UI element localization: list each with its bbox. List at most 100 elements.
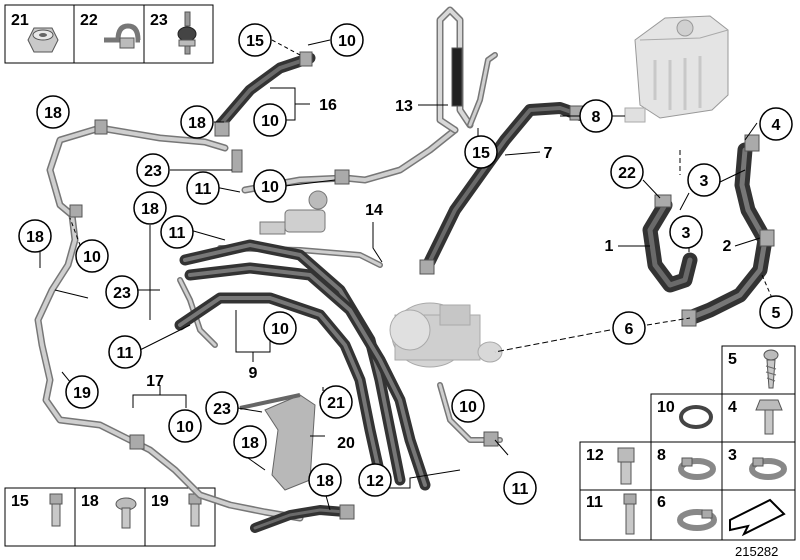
callout-23: 23: [136, 153, 170, 187]
callout-11: 11: [186, 171, 220, 205]
diagram-number: 215282: [735, 544, 778, 559]
callout-label: 18: [316, 473, 334, 490]
legend-label: 12: [586, 447, 604, 464]
bolt-icon: [115, 497, 137, 529]
callout-10: 10: [263, 311, 297, 345]
callout-label: 8: [592, 109, 601, 126]
callout-18: 18: [180, 105, 214, 139]
callout-label: 15: [246, 33, 264, 50]
callout-label: 10: [261, 113, 279, 130]
bolt-icon: [49, 493, 63, 527]
legend-label: 8: [657, 447, 666, 464]
legend-label: 15: [11, 493, 29, 510]
callout-22: 22: [610, 155, 644, 189]
legend-label: 22: [80, 12, 98, 29]
callout-15: 15: [238, 23, 272, 57]
legend-label: 5: [728, 351, 737, 368]
legend-top: 21 22 23: [4, 4, 214, 64]
legend-label: 18: [81, 493, 99, 510]
callout-label: 11: [169, 225, 186, 242]
callout-label: 11: [512, 481, 529, 498]
callout-10: 10: [253, 169, 287, 203]
callout-19: 19: [65, 375, 99, 409]
hose-clip-icon: [677, 509, 717, 531]
callout-10: 10: [253, 103, 287, 137]
callout-label: 12: [366, 473, 384, 490]
callout-13: 13: [395, 98, 413, 115]
callout-11: 11: [503, 471, 537, 505]
callout-label: 10: [261, 179, 279, 196]
callout-label: 21: [327, 395, 345, 412]
callout-6: 6: [612, 311, 646, 345]
leader-lines: [39, 39, 773, 511]
legend-label: 19: [151, 493, 169, 510]
callout-label: 3: [700, 173, 709, 190]
clamp-icon: [104, 23, 141, 49]
callout-23: 23: [205, 391, 239, 425]
bolt-icon: [623, 493, 637, 535]
arrow-icon: [729, 498, 786, 537]
callout-3: 3: [669, 215, 703, 249]
callout-label: 19: [73, 385, 91, 402]
valve-block: [259, 190, 328, 235]
callout-label: 10: [176, 419, 194, 436]
callout-label: 10: [83, 249, 101, 266]
legend-label: 4: [728, 399, 737, 416]
callout-label: 18: [44, 105, 62, 122]
callouts: 15 10 10 18 18 23 11 10 15 8 18 11 18 10…: [18, 23, 793, 505]
legend-label: 21: [11, 12, 29, 29]
callout-label: 23: [213, 401, 231, 418]
callout-5: 5: [759, 295, 793, 329]
callout-10: 10: [330, 23, 364, 57]
callout-label: 18: [188, 115, 206, 132]
callout-15: 15: [464, 135, 498, 169]
callout-label: 10: [459, 399, 477, 416]
callout-label: 18: [241, 435, 259, 452]
callout-label: 6: [625, 321, 634, 338]
callout-1: 1: [605, 238, 614, 255]
callout-label: 3: [682, 225, 691, 242]
legend-label: 6: [657, 494, 666, 511]
bracket: [239, 393, 316, 491]
callout-14: 14: [365, 202, 383, 219]
washer-icon: [679, 405, 713, 429]
callout-7: 7: [544, 145, 553, 162]
callout-18: 18: [233, 425, 267, 459]
legend-label: 23: [150, 12, 168, 29]
callout-10: 10: [168, 409, 202, 443]
callout-label: 11: [195, 181, 212, 198]
callout-10: 10: [75, 239, 109, 273]
callout-label: 23: [113, 285, 131, 302]
callout-3: 3: [687, 163, 721, 197]
callout-18: 18: [133, 191, 167, 225]
pump: [389, 302, 503, 368]
legend-label: 10: [657, 399, 675, 416]
callout-label: 11: [117, 345, 134, 362]
callout-label: 10: [338, 33, 356, 50]
callout-11: 11: [160, 215, 194, 249]
callout-18: 18: [308, 463, 342, 497]
callout-label: 5: [772, 305, 781, 322]
bolt-icon: [188, 493, 202, 527]
callout-18: 18: [18, 219, 52, 253]
bolt-icon: [755, 399, 783, 435]
callout-label: 18: [26, 229, 44, 246]
callout-label: 23: [144, 163, 162, 180]
legend-label: 3: [728, 447, 737, 464]
callout-9: 9: [249, 365, 258, 382]
callout-label: 4: [772, 117, 781, 134]
callout-10: 10: [451, 389, 485, 423]
hose-clip-icon: [749, 457, 787, 480]
bolt-icon: [617, 447, 635, 485]
callout-label: 10: [271, 321, 289, 338]
callout-label: 18: [141, 201, 159, 218]
hose-clip-icon: [678, 457, 716, 480]
callout-2: 2: [723, 238, 732, 255]
bolt-icon: [763, 349, 779, 389]
callout-16: 16: [319, 97, 337, 114]
callout-17: 17: [146, 373, 164, 390]
legend-label: 11: [586, 494, 603, 511]
legend-right: 5 10 4 12 8 3 11 6: [579, 345, 796, 541]
callout-11: 11: [108, 335, 142, 369]
